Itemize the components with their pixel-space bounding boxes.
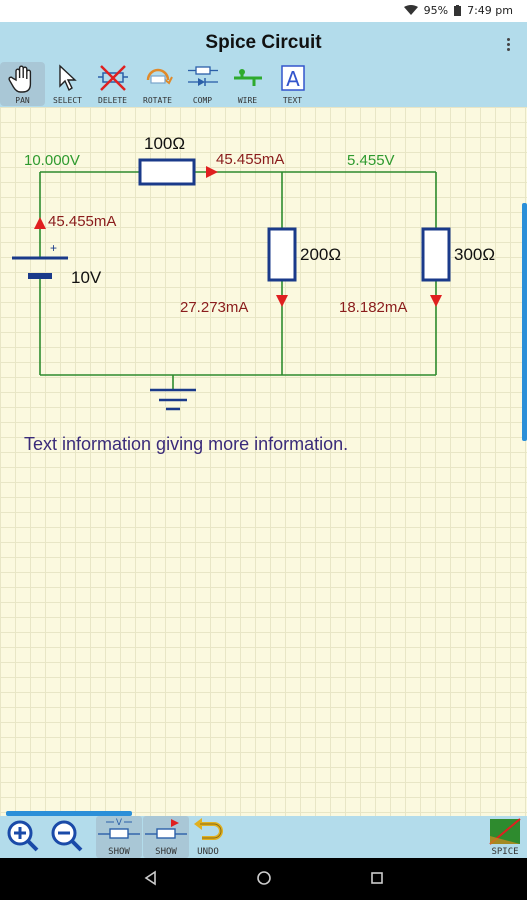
voltage-source[interactable] — [12, 256, 68, 279]
current-source-label: 45.455mA — [48, 213, 116, 230]
tool-comp[interactable]: COMP — [180, 62, 225, 106]
toolbar: PAN SELECT DELETE ROTATE — [0, 62, 315, 106]
current-arrow-r3 — [430, 295, 442, 307]
undo-label: UNDO — [197, 847, 219, 857]
tool-comp-label: COMP — [192, 96, 213, 105]
r1-label: 100Ω — [144, 134, 185, 153]
source-label: 10V — [71, 268, 102, 287]
circuit-canvas[interactable]: 10.000V 5.455V 100Ω 200Ω 300Ω 10V + 45.4… — [0, 107, 527, 816]
show-voltage-label: SHOW — [108, 847, 130, 857]
svg-text:V: V — [116, 818, 123, 828]
spice-icon — [489, 818, 521, 845]
tool-pan[interactable]: PAN — [0, 62, 45, 106]
battery-icon — [454, 5, 462, 16]
tool-text-label: TEXT — [282, 96, 303, 105]
zoom-out-button[interactable] — [48, 816, 86, 858]
horizontal-scrollbar[interactable] — [6, 811, 132, 816]
node-voltage-left: 10.000V — [24, 152, 80, 169]
app-bar: Spice Circuit PAN SELECT DELETE — [0, 22, 527, 107]
r2-label: 200Ω — [300, 245, 341, 264]
current-r3-label: 18.182mA — [339, 299, 407, 316]
bottom-toolbar: V SHOW SHOW UNDO SPICE — [0, 816, 527, 858]
vertical-scrollbar[interactable] — [522, 203, 527, 441]
spice-label: SPICE — [491, 847, 519, 857]
tool-rotate-label: ROTATE — [143, 96, 172, 105]
battery-percent: 95% — [423, 4, 449, 17]
show-voltage-button[interactable]: V SHOW — [96, 816, 142, 858]
show-voltage-icon: V — [98, 818, 140, 839]
component-icon — [188, 66, 218, 86]
current-r1-label: 45.455mA — [216, 151, 284, 168]
zoom-in-button[interactable] — [4, 816, 42, 858]
show-current-icon — [145, 819, 187, 839]
current-arrow-source — [34, 217, 46, 229]
circuit-diagram: 10.000V 5.455V 100Ω 200Ω 300Ω 10V + 45.4… — [12, 134, 495, 411]
tool-pan-label: PAN — [15, 96, 30, 105]
ground-icon[interactable] — [150, 388, 196, 411]
status-indicators: 95% 7:49 pm — [403, 4, 513, 17]
undo-icon — [194, 818, 223, 840]
tool-select[interactable]: SELECT — [45, 62, 90, 106]
tool-wire[interactable]: WIRE — [225, 62, 270, 106]
delete-icon — [98, 65, 128, 91]
wire-icon — [234, 69, 262, 86]
zoom-out-icon — [51, 820, 83, 852]
text-icon: A — [281, 65, 305, 91]
source-plus-sign: + — [50, 241, 57, 255]
tool-text[interactable]: A TEXT — [270, 62, 315, 106]
tool-rotate[interactable]: ROTATE — [135, 62, 180, 106]
tool-select-label: SELECT — [53, 96, 82, 105]
show-current-label: SHOW — [155, 847, 177, 857]
resistor-r1[interactable] — [138, 158, 196, 186]
tool-wire-label: WIRE — [237, 96, 258, 105]
overflow-menu-icon[interactable] — [507, 36, 511, 53]
cursor-icon — [59, 64, 77, 92]
current-arrow-r2 — [276, 295, 288, 307]
r3-label: 300Ω — [454, 245, 495, 264]
spice-button[interactable]: SPICE — [486, 816, 524, 858]
status-time: 7:49 pm — [467, 4, 513, 17]
recents-icon[interactable] — [369, 870, 385, 886]
resistor-r2[interactable] — [267, 227, 297, 282]
zoom-in-icon — [7, 820, 39, 852]
wifi-icon — [403, 5, 418, 15]
system-nav-bar — [0, 858, 527, 900]
tool-delete[interactable]: DELETE — [90, 62, 135, 106]
status-bar: 95% 7:49 pm — [0, 0, 527, 22]
undo-button[interactable]: UNDO — [190, 816, 226, 858]
info-text[interactable]: Text information giving more information… — [24, 434, 349, 454]
current-r2-label: 27.273mA — [180, 299, 248, 316]
svg-text:A: A — [286, 67, 300, 91]
rotate-icon — [146, 68, 173, 85]
app-title: Spice Circuit — [205, 32, 322, 53]
home-icon[interactable] — [256, 870, 272, 886]
node-voltage-right: 5.455V — [347, 152, 395, 169]
resistor-r3[interactable] — [421, 227, 451, 282]
tool-delete-label: DELETE — [98, 96, 127, 105]
current-arrow-r1 — [206, 166, 218, 178]
hand-icon — [8, 65, 32, 93]
back-icon[interactable] — [143, 870, 159, 886]
show-current-button[interactable]: SHOW — [143, 816, 189, 858]
